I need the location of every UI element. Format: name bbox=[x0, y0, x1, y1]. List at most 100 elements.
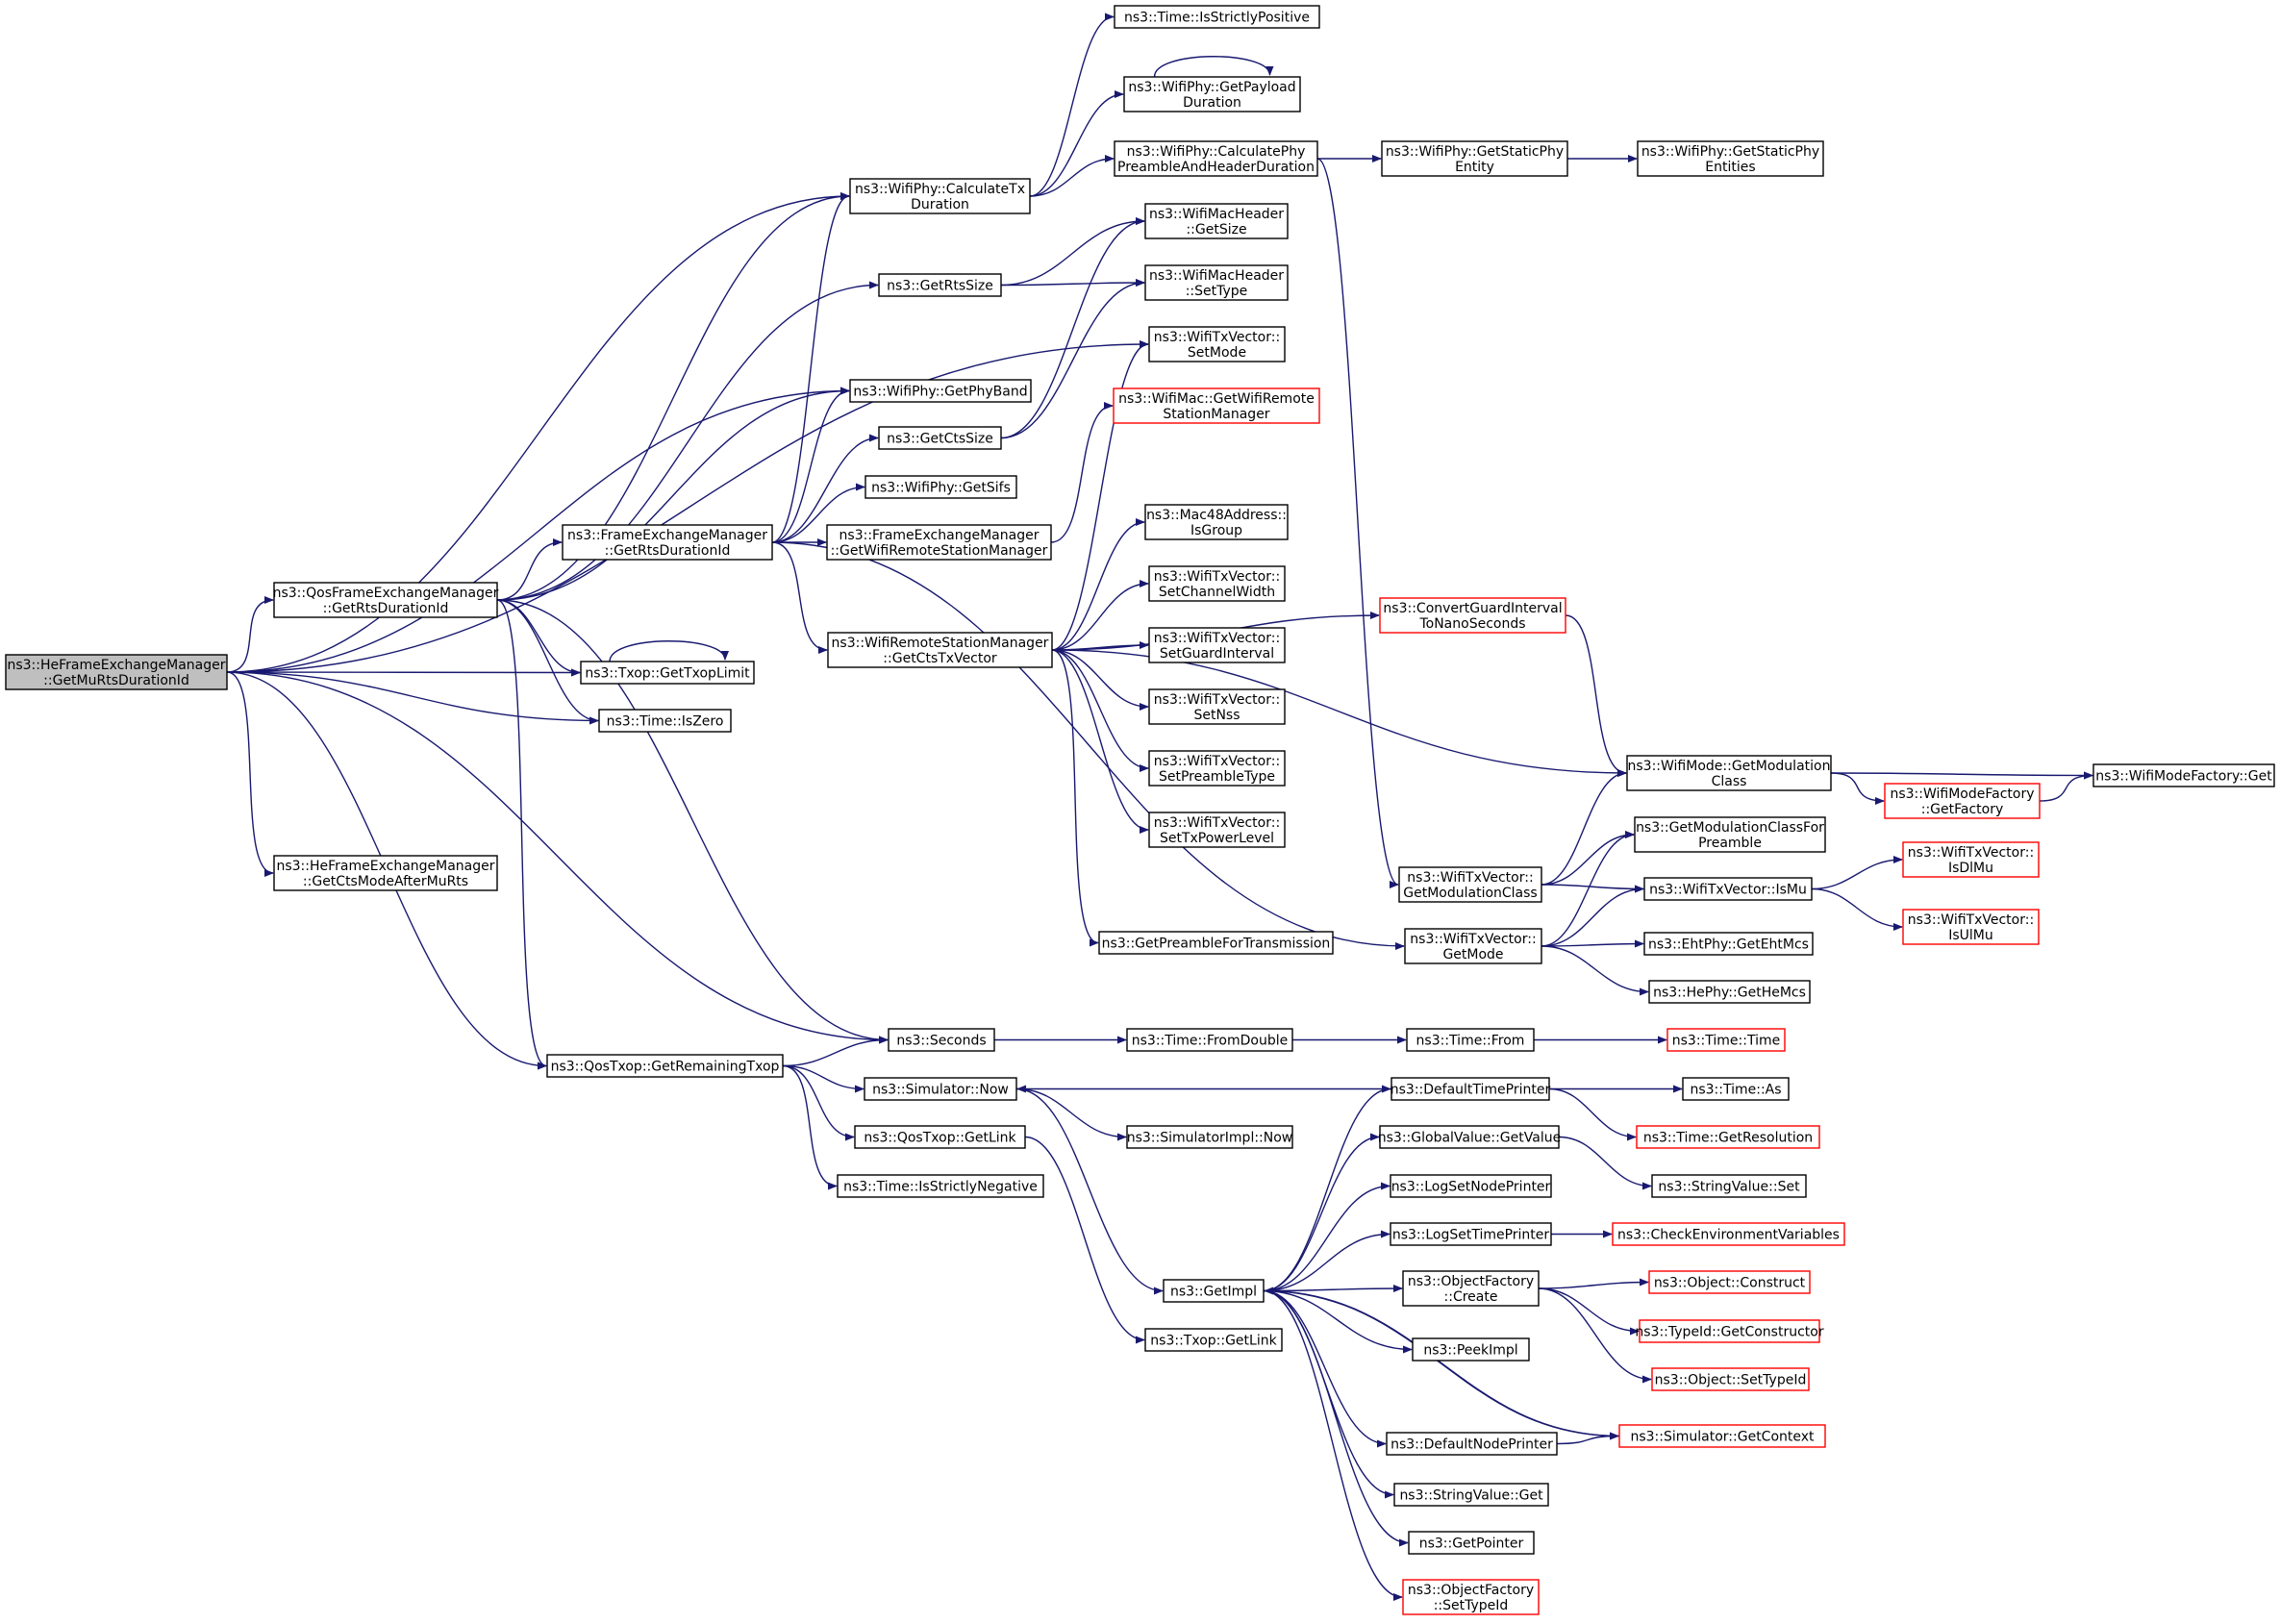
node-time_getresolution[interactable]: ns3::Time::GetResolution bbox=[1636, 1125, 1820, 1149]
node-box bbox=[1648, 980, 1811, 1004]
node-root[interactable]: ns3::HeFrameExchangeManager::GetMuRtsDur… bbox=[5, 654, 228, 690]
edge-path bbox=[1541, 939, 1644, 948]
node-wifiphy_getsifs[interactable]: ns3::WifiPhy::GetSifs bbox=[864, 475, 1017, 499]
node-ehtphy_getehtmcs[interactable]: ns3::EhtPhy::GetEhtMcs bbox=[1643, 932, 1814, 956]
node-getrtssize[interactable]: ns3::GetRtsSize bbox=[878, 273, 1002, 297]
node-time_time[interactable]: ns3::Time::Time bbox=[1666, 1028, 1786, 1052]
node-stringvalue_set[interactable]: ns3::StringValue::Set bbox=[1651, 1174, 1807, 1198]
node-getpointer[interactable]: ns3::GetPointer bbox=[1408, 1531, 1535, 1555]
node-wtv_settxpowerlevel[interactable]: ns3::WifiTxVector::SetTxPowerLevel bbox=[1148, 812, 1286, 848]
node-getimpl[interactable]: ns3::GetImpl bbox=[1163, 1279, 1265, 1303]
node-label-line: ns3::Txop::GetLink bbox=[1150, 1334, 1277, 1349]
node-typeid_getconstructor[interactable]: ns3::TypeId::GetConstructor bbox=[1635, 1319, 1824, 1343]
node-wifimodefactory_get[interactable]: ns3::WifiModeFactory::Get bbox=[2092, 763, 2275, 787]
node-objectfactory_create[interactable]: ns3::ObjectFactory::Create bbox=[1402, 1270, 1540, 1307]
node-box bbox=[1148, 750, 1286, 787]
node-label-line: ns3::WifiMac::GetWifiRemote bbox=[1118, 391, 1315, 407]
node-checkenvvars[interactable]: ns3::CheckEnvironmentVariables bbox=[1612, 1222, 1845, 1246]
node-getctssize[interactable]: ns3::GetCtsSize bbox=[878, 426, 1002, 450]
edge-path bbox=[496, 538, 563, 601]
node-fem_getwrsm[interactable]: ns3::FrameExchangeManager::GetWifiRemote… bbox=[826, 524, 1052, 561]
node-wifimodefactory_getfactory[interactable]: ns3::WifiModeFactory::GetFactory bbox=[1884, 783, 2041, 819]
node-wtv_isulmu[interactable]: ns3::WifiTxVector::IsUlMu bbox=[1902, 909, 2040, 945]
node-wtv_setchannelwidth[interactable]: ns3::WifiTxVector::SetChannelWidth bbox=[1148, 565, 1286, 602]
node-label-line: ns3::TypeId::GetConstructor bbox=[1635, 1325, 1823, 1340]
node-wifiphy_getphyband[interactable]: ns3::WifiPhy::GetPhyBand bbox=[849, 379, 1032, 403]
node-wifimac_getwrsm[interactable]: ns3::WifiMac::GetWifiRemoteStationManage… bbox=[1113, 387, 1320, 424]
edge-path bbox=[1051, 649, 1627, 777]
node-wtv_isdlmu[interactable]: ns3::WifiTxVector::IsDlMu bbox=[1902, 841, 2040, 878]
edge-wifimode_getmodclass-to-wifimodefactory_getfactory bbox=[1830, 772, 1885, 805]
node-wifiphy_calcphy[interactable]: ns3::WifiPhy::CalculatePhyPreambleAndHea… bbox=[1114, 140, 1318, 177]
node-wtv_setpreambletype[interactable]: ns3::WifiTxVector::SetPreambleType bbox=[1148, 750, 1286, 787]
node-object_construct[interactable]: ns3::Object::Construct bbox=[1648, 1270, 1811, 1294]
node-time_from[interactable]: ns3::Time::From bbox=[1406, 1028, 1535, 1052]
edge-qosfem_getrts-to-wifiphy_calctx bbox=[496, 192, 850, 601]
node-fem_getrts[interactable]: ns3::FrameExchangeManager::GetRtsDuratio… bbox=[562, 524, 773, 561]
node-wtv_setnss[interactable]: ns3::WifiTxVector::SetNss bbox=[1148, 688, 1286, 725]
node-hephy_gethemcs[interactable]: ns3::HePhy::GetHeMcs bbox=[1648, 980, 1811, 1004]
node-time_as[interactable]: ns3::Time::As bbox=[1682, 1077, 1790, 1101]
node-getpreamblefortx[interactable]: ns3::GetPreambleForTransmission bbox=[1098, 931, 1334, 955]
node-globalvalue_getvalue[interactable]: ns3::GlobalValue::GetValue bbox=[1378, 1125, 1561, 1149]
node-label-line: ns3::HeFrameExchangeManager bbox=[7, 658, 225, 673]
node-stringvalue_get[interactable]: ns3::StringValue::Get bbox=[1393, 1483, 1549, 1507]
node-txop_gettxoplimit[interactable]: ns3::Txop::GetTxopLimit bbox=[580, 661, 755, 685]
edge-root-to-wifiphy_getphyband bbox=[226, 387, 850, 673]
node-wifimode_getmodclass[interactable]: ns3::WifiMode::GetModulationClass bbox=[1626, 755, 1832, 791]
node-wtv_setguardinterval[interactable]: ns3::WifiTxVector::SetGuardInterval bbox=[1148, 627, 1286, 663]
edge-wtv_getmodclass-to-wifimode_getmodclass bbox=[1541, 769, 1627, 886]
node-txop_getlink[interactable]: ns3::Txop::GetLink bbox=[1144, 1328, 1283, 1352]
node-wtv_getmodclass[interactable]: ns3::WifiTxVector::GetModulationClass bbox=[1398, 866, 1542, 903]
edge-path bbox=[1538, 1287, 1640, 1336]
edge-path bbox=[1263, 1285, 1403, 1293]
node-box bbox=[1643, 932, 1814, 956]
node-object_settypeid[interactable]: ns3::Object::SetTypeId bbox=[1651, 1367, 1810, 1391]
node-wtv_ismu[interactable]: ns3::WifiTxVector::IsMu bbox=[1643, 877, 1813, 901]
edge-path bbox=[1000, 279, 1145, 439]
edge-path bbox=[226, 671, 274, 877]
node-label-line: SetPreambleType bbox=[1159, 769, 1275, 785]
node-wrsm_getctstx[interactable]: ns3::WifiRemoteStationManager::GetCtsTxV… bbox=[827, 632, 1053, 668]
node-time_isstrictlynegative[interactable]: ns3::Time::IsStrictlyNegative bbox=[837, 1174, 1044, 1198]
node-simulator_getcontext[interactable]: ns3::Simulator::GetContext bbox=[1618, 1424, 1826, 1448]
node-wtv_getmode[interactable]: ns3::WifiTxVector::GetMode bbox=[1404, 928, 1542, 964]
edge-getrtssize-to-wmh_getsize bbox=[1000, 217, 1145, 287]
node-qostxop_remaining[interactable]: ns3::QosTxop::GetRemainingTxop bbox=[546, 1054, 784, 1078]
node-label-line: ns3::Object::Construct bbox=[1654, 1276, 1806, 1291]
node-seconds[interactable]: ns3::Seconds bbox=[888, 1028, 995, 1052]
node-defaulttimeprinter[interactable]: ns3::DefaultTimePrinter bbox=[1391, 1077, 1551, 1101]
node-time_isstrictlypositive[interactable]: ns3::Time::IsStrictlyPositive bbox=[1114, 5, 1320, 29]
node-hefem_ctsmode[interactable]: ns3::HeFrameExchangeManager::GetCtsModeA… bbox=[273, 855, 498, 891]
node-box bbox=[1148, 326, 1286, 362]
node-wmh_getsize[interactable]: ns3::WifiMacHeader::GetSize bbox=[1144, 203, 1289, 239]
edge-qostxop_remaining-to-qostxop_getlink bbox=[782, 1064, 855, 1141]
node-box bbox=[1682, 1077, 1790, 1101]
node-peekimpl[interactable]: ns3::PeekImpl bbox=[1412, 1337, 1530, 1362]
edge-path bbox=[771, 192, 850, 543]
node-qostxop_getlink[interactable]: ns3::QosTxop::GetLink bbox=[854, 1125, 1026, 1149]
edge-wtv_getmode-to-hephy_gethemcs bbox=[1541, 945, 1649, 996]
node-wtv_setmode[interactable]: ns3::WifiTxVector::SetMode bbox=[1148, 326, 1286, 362]
node-mac48_isgroup[interactable]: ns3::Mac48Address::IsGroup bbox=[1144, 504, 1289, 540]
node-simulator_now[interactable]: ns3::Simulator::Now bbox=[864, 1077, 1017, 1101]
node-time_iszero[interactable]: ns3::Time::IsZero bbox=[598, 709, 732, 733]
edge-getimpl-to-logsettimeprinter bbox=[1263, 1230, 1391, 1292]
node-simimpl_now[interactable]: ns3::SimulatorImpl::Now bbox=[1126, 1125, 1293, 1149]
node-label-line: ::GetMuRtsDurationId bbox=[43, 673, 189, 688]
node-qosfem_getrts[interactable]: ns3::QosFrameExchangeManager::GetRtsDura… bbox=[273, 582, 499, 618]
node-logsettimeprinter[interactable]: ns3::LogSetTimePrinter bbox=[1390, 1222, 1552, 1246]
node-wmh_settype[interactable]: ns3::WifiMacHeader::SetType bbox=[1144, 264, 1289, 301]
edge-objectfactory_create-to-object_construct bbox=[1538, 1278, 1649, 1289]
node-time_fromdouble[interactable]: ns3::Time::FromDouble bbox=[1126, 1028, 1293, 1052]
node-logsetnodeprinter[interactable]: ns3::LogSetNodePrinter bbox=[1390, 1174, 1552, 1198]
node-label-line: ::GetCtsTxVector bbox=[883, 651, 997, 666]
node-objectfactory_settypeid[interactable]: ns3::ObjectFactory::SetTypeId bbox=[1402, 1579, 1540, 1615]
node-defaultnodeprinter[interactable]: ns3::DefaultNodePrinter bbox=[1386, 1432, 1558, 1456]
